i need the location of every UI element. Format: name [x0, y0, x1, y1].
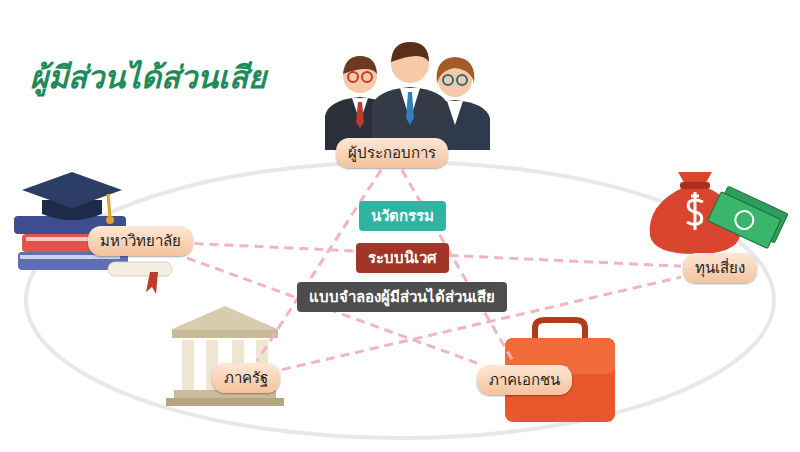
government-icon [166, 306, 284, 406]
node-text: ระบบนิเวศ [368, 246, 437, 270]
node-text: ภาครัฐ [224, 366, 268, 390]
stakeholder-label: มหาวิทยาลัย [88, 226, 193, 256]
venture-capital-icon [650, 172, 788, 254]
concept-box: นวัตกรรม [359, 201, 446, 231]
node-text: ภาคเอกชน [489, 368, 560, 392]
node-text: ผู้ประกอบการ [348, 141, 436, 165]
concept-box: แบบจำลองผู้มีส่วนได้ส่วนเสีย [297, 282, 507, 312]
concept-box: ระบบนิเวศ [356, 243, 449, 273]
stakeholder-label: ผู้ประกอบการ [336, 138, 448, 168]
node-text: ทุนเสี่ยง [695, 256, 745, 280]
dashed-connector [282, 277, 681, 370]
ring [26, 162, 774, 438]
stakeholder-label: ทุนเสี่ยง [683, 253, 757, 283]
node-text: มหาวิทยาลัย [100, 229, 181, 253]
stakeholder-label: ภาคเอกชน [477, 365, 572, 395]
diagram-title: ผู้มีส่วนได้ส่วนเสีย [30, 52, 266, 102]
node-text: นวัตกรรม [371, 204, 434, 228]
people-icon [325, 42, 490, 150]
stakeholder-label: ภาครัฐ [212, 363, 280, 393]
node-text: แบบจำลองผู้มีส่วนได้ส่วนเสีย [309, 285, 495, 309]
